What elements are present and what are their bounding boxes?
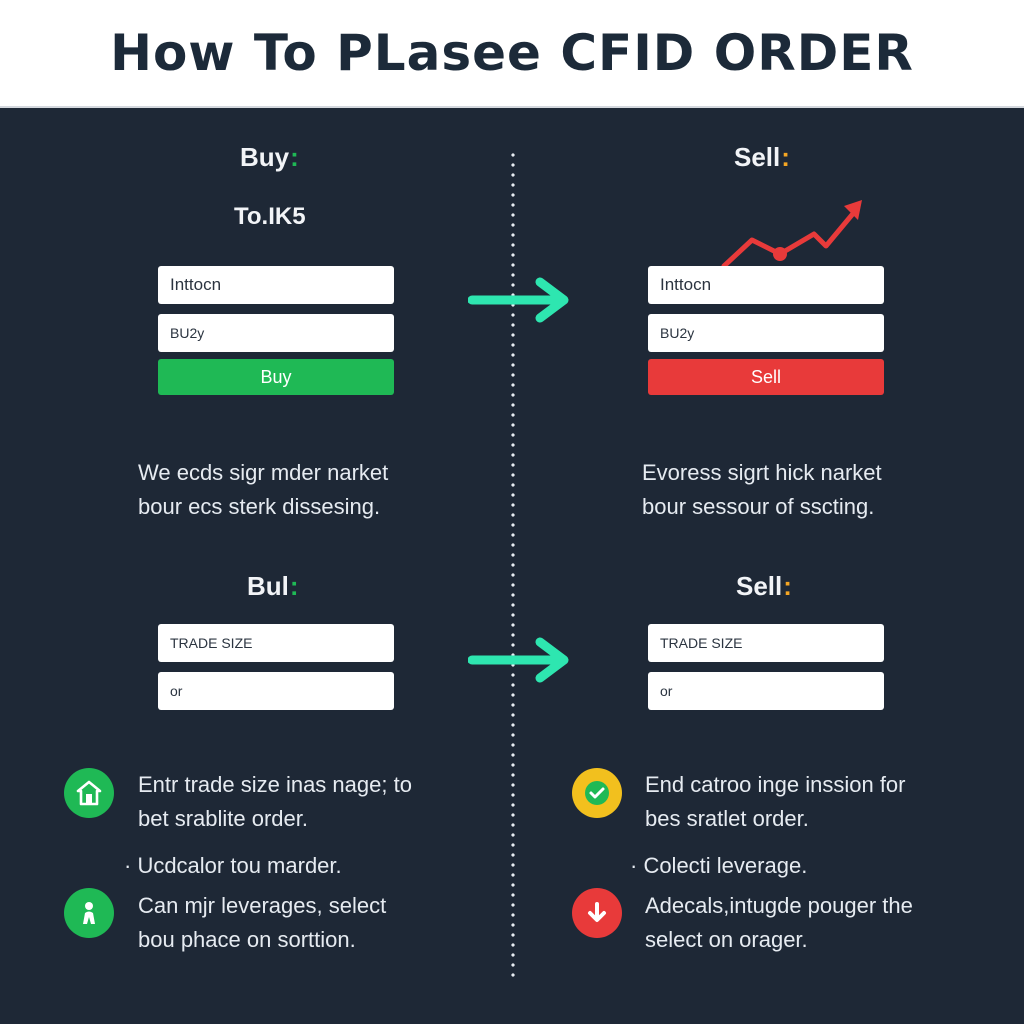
sell-heading-text: Sell bbox=[734, 142, 781, 172]
bul-heading-colon: : bbox=[289, 571, 299, 601]
down-arrow-icon bbox=[572, 888, 622, 938]
sell-order-field[interactable]: or bbox=[648, 672, 884, 710]
sell-amount-field[interactable]: BU2y bbox=[648, 314, 884, 352]
buy-description: We ecds sigr mder narket bour ecs sterk … bbox=[138, 456, 388, 524]
sell-step-2: Adecals,intugde pouger the select on ora… bbox=[645, 889, 913, 957]
sell-heading: Sell: bbox=[734, 142, 790, 173]
sell-instrument-field[interactable]: Inttocn bbox=[648, 266, 884, 304]
person-icon bbox=[64, 888, 114, 938]
buy-amount-field[interactable]: BU2y bbox=[158, 314, 394, 352]
right-arrow-icon bbox=[468, 637, 569, 683]
sell-description-line-1: Evoress sigrt hick narket bbox=[642, 460, 882, 485]
sell-button[interactable]: Sell bbox=[648, 359, 884, 395]
sell-step-1: End catroo inge inssion for bes sratlet … bbox=[645, 768, 906, 836]
sell-description: Evoress sigrt hick narket bour sessour o… bbox=[642, 456, 882, 524]
buy-step-1-line-2: bet srablite order. bbox=[138, 806, 308, 831]
buy-bullet-item: · Ucdcalor tou marder. bbox=[124, 853, 342, 878]
buy-step-1-line-1: Entr trade size inas nage; to bbox=[138, 772, 412, 797]
home-icon bbox=[64, 768, 114, 818]
sell-step-2-line-2: select on orager. bbox=[645, 927, 808, 952]
sell-heading-colon: : bbox=[781, 142, 790, 172]
buy-subheading: To.IK5 bbox=[234, 203, 306, 230]
buy-description-line-1: We ecds sigr mder narket bbox=[138, 460, 389, 485]
sell-description-line-2: bour sessour of sscting. bbox=[642, 494, 875, 519]
buy-step-2: Can mjr leverages, select bou phace on s… bbox=[138, 889, 386, 957]
buy-trade-size-field[interactable]: TRADE SIZE bbox=[158, 624, 394, 662]
bul-heading-text: Bul bbox=[247, 571, 289, 601]
buy-order-field[interactable]: or bbox=[158, 672, 394, 710]
check-circle-icon bbox=[572, 768, 622, 818]
buy-heading-colon: : bbox=[290, 142, 299, 172]
sell-step-1-line-1: End catroo inge inssion for bbox=[645, 772, 906, 797]
sell-step-1-line-2: bes sratlet order. bbox=[645, 806, 809, 831]
buy-instrument-field[interactable]: Inttocn bbox=[158, 266, 394, 304]
sell-step-2-line-1: Adecals,intugde pouger the bbox=[645, 893, 913, 918]
sell-bottom-heading-colon: : bbox=[783, 571, 792, 601]
buy-step-2-line-1: Can mjr leverages, select bbox=[138, 893, 387, 918]
header-banner: How To PLasee CFID ORDER bbox=[0, 0, 1024, 108]
buy-description-line-2: bour ecs sterk dissesing. bbox=[138, 494, 381, 519]
sell-bottom-heading: Sell: bbox=[736, 571, 792, 602]
trend-up-arrow-icon bbox=[721, 200, 862, 269]
buy-heading-text: Buy bbox=[240, 142, 290, 172]
page-title: How To PLasee CFID ORDER bbox=[110, 24, 914, 82]
right-arrow-icon bbox=[468, 277, 569, 323]
sell-trade-size-field[interactable]: TRADE SIZE bbox=[648, 624, 884, 662]
buy-heading: Buy: bbox=[240, 142, 299, 173]
sell-bullet-item: · Colecti leverage. bbox=[630, 853, 808, 878]
buy-step-2-line-2: bou phace on sorttion. bbox=[138, 927, 356, 952]
center-divider bbox=[511, 150, 515, 980]
buy-step-1: Entr trade size inas nage; to bet srabli… bbox=[138, 768, 412, 836]
sell-bottom-heading-text: Sell bbox=[736, 571, 783, 601]
buy-button[interactable]: Buy bbox=[158, 359, 394, 395]
bul-heading: Bul: bbox=[247, 571, 299, 602]
